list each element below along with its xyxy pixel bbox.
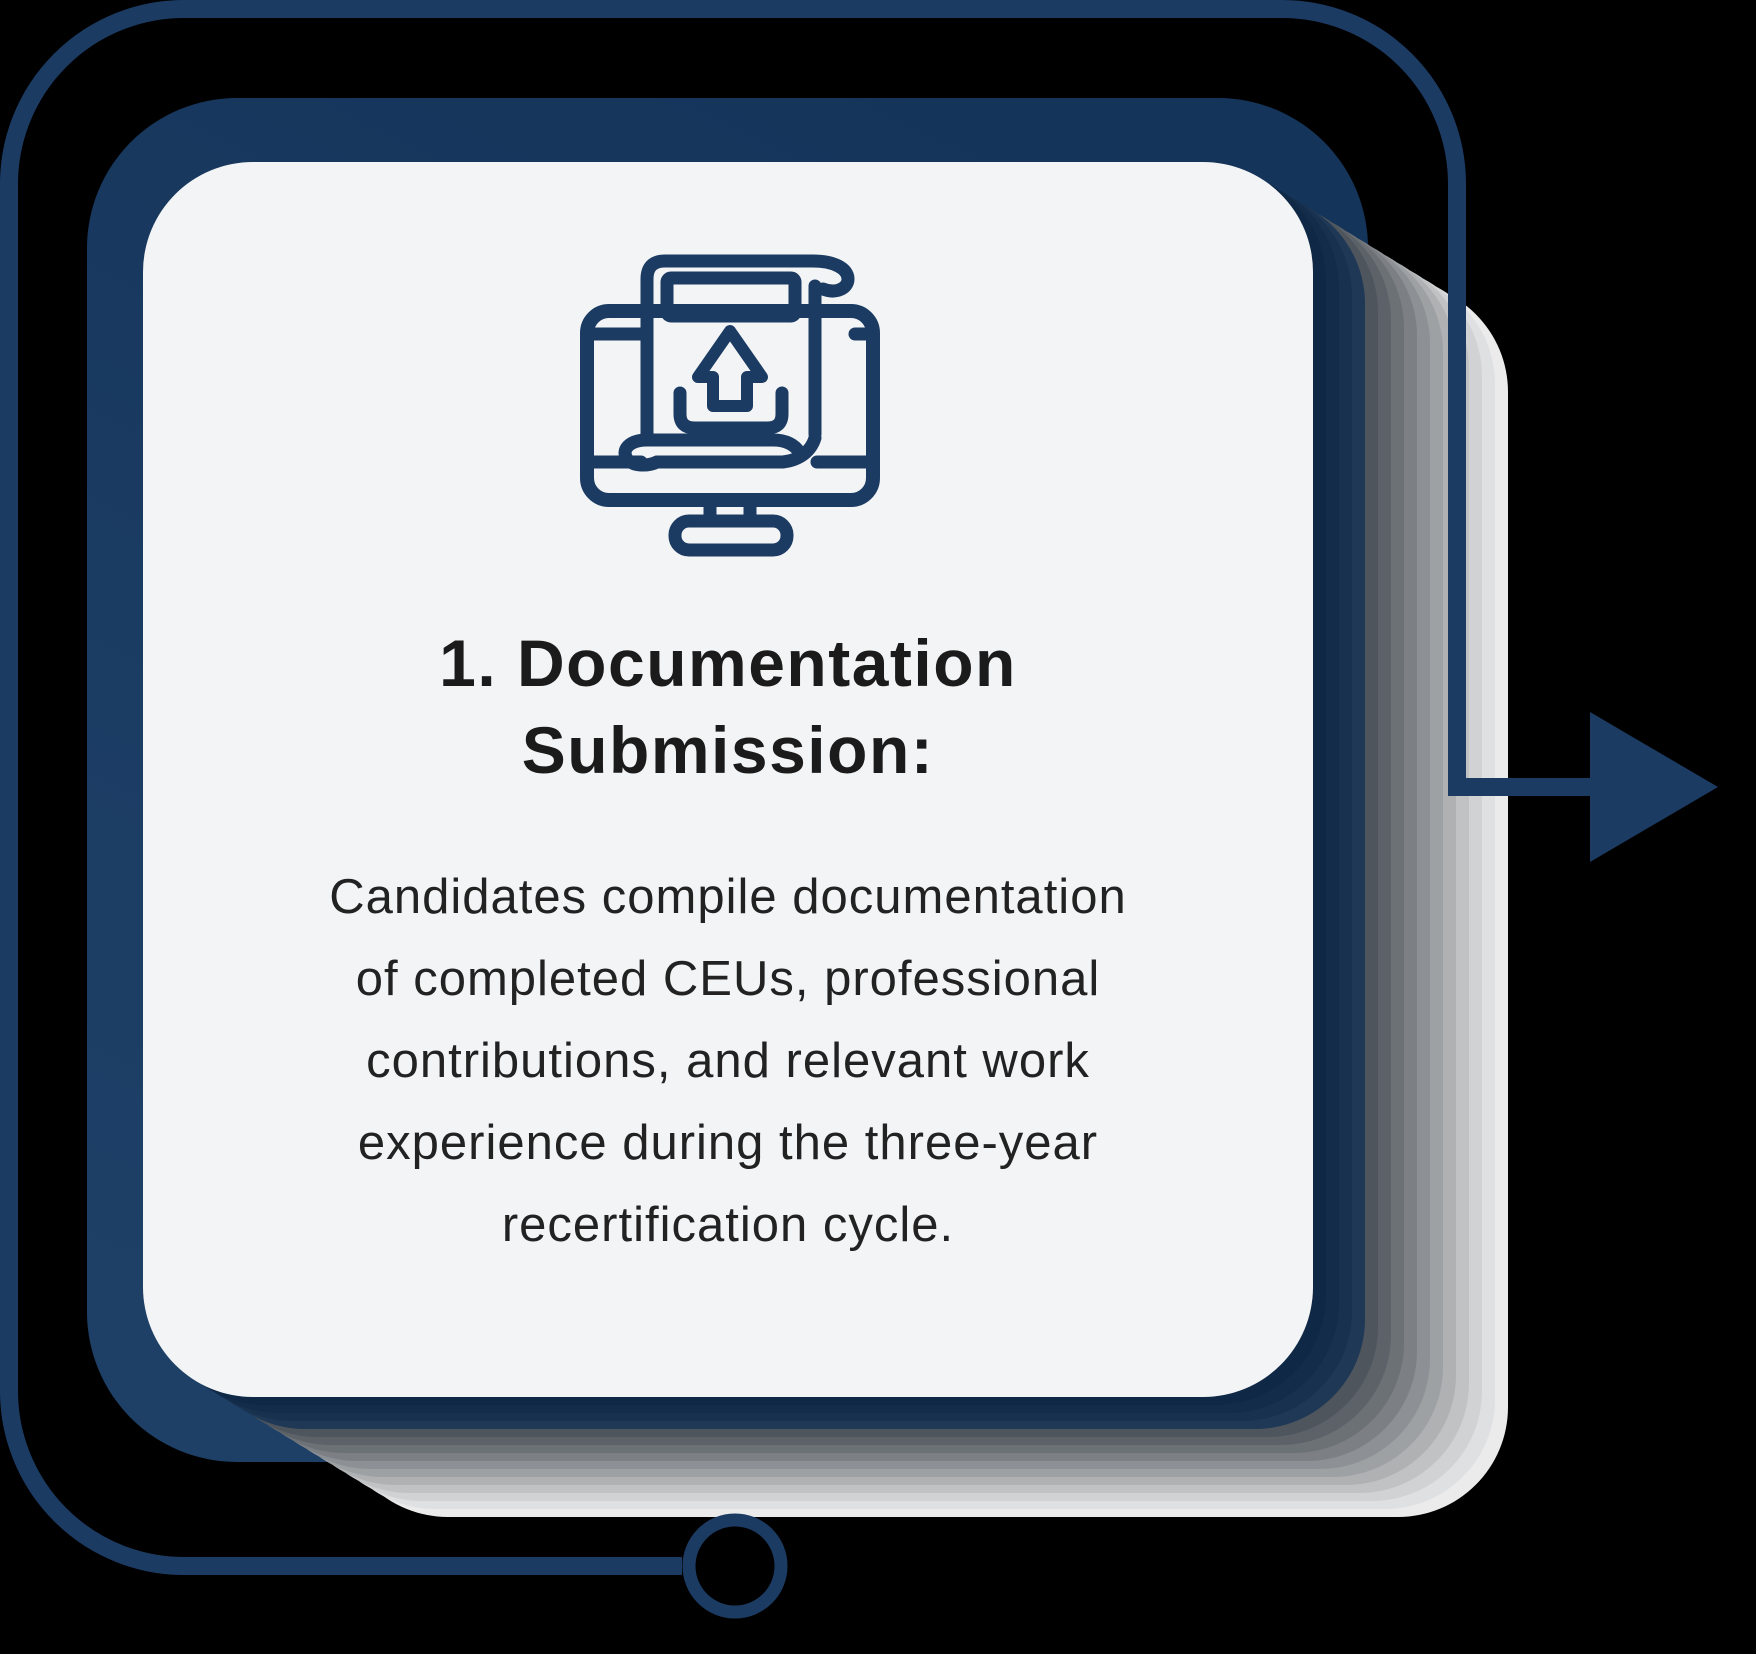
- step-description-line: experience during the three-year: [357, 1116, 1099, 1170]
- step-description-line: of completed CEUs, professional: [355, 952, 1101, 1006]
- step-description: Candidates compile documentation of comp…: [143, 856, 1313, 1266]
- step-card: 1. Documentation Submission: Candidates …: [143, 162, 1313, 1397]
- step-description-line: Candidates compile documentation: [329, 870, 1127, 924]
- document-upload-monitor-icon: [565, 248, 891, 560]
- step-title: 1. Documentation Submission:: [143, 620, 1313, 794]
- step-description-line: contributions, and relevant work: [366, 1034, 1090, 1088]
- step-title-line: 1. Documentation: [439, 626, 1017, 700]
- circle-node-icon: [682, 1513, 788, 1619]
- right-arrow-icon: [1590, 712, 1718, 862]
- step-title-line: Submission:: [521, 713, 935, 787]
- step-description-line: recertification cycle.: [501, 1198, 955, 1252]
